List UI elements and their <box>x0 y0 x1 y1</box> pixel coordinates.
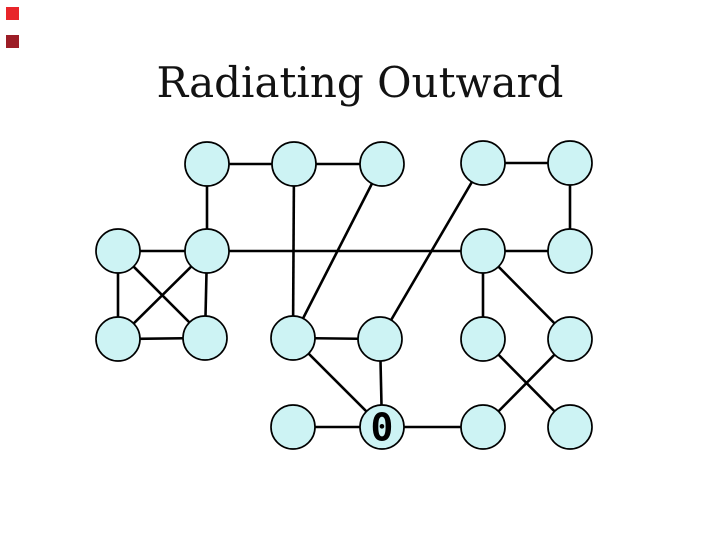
graph-node-m1 <box>95 228 141 274</box>
red-marker-bottom <box>6 35 19 48</box>
graph-node-b5 <box>460 316 506 362</box>
graph-node-b2 <box>182 315 228 361</box>
graph-node-t3 <box>359 141 405 187</box>
graph-node-q3 <box>460 404 506 450</box>
graph-node-q1 <box>270 404 316 450</box>
graph-node-b3 <box>270 315 316 361</box>
graph-node-m4 <box>547 228 593 274</box>
graph-node-m3 <box>460 228 506 274</box>
graph-node-m2 <box>184 228 230 274</box>
graph-node-t2 <box>271 141 317 187</box>
graph-node-b1 <box>95 316 141 362</box>
graph-node-q2 <box>359 404 405 450</box>
graph-node-t4 <box>460 140 506 186</box>
graph-node-q4 <box>547 404 593 450</box>
graph-node-t1 <box>184 141 230 187</box>
slide-title: Radiating Outward <box>156 58 564 107</box>
red-marker-top <box>6 7 19 20</box>
graph-node-t5 <box>547 140 593 186</box>
graph-node-b6 <box>547 316 593 362</box>
graph-node-label-q2: 0 <box>371 406 394 450</box>
graph-node-b4 <box>357 316 403 362</box>
